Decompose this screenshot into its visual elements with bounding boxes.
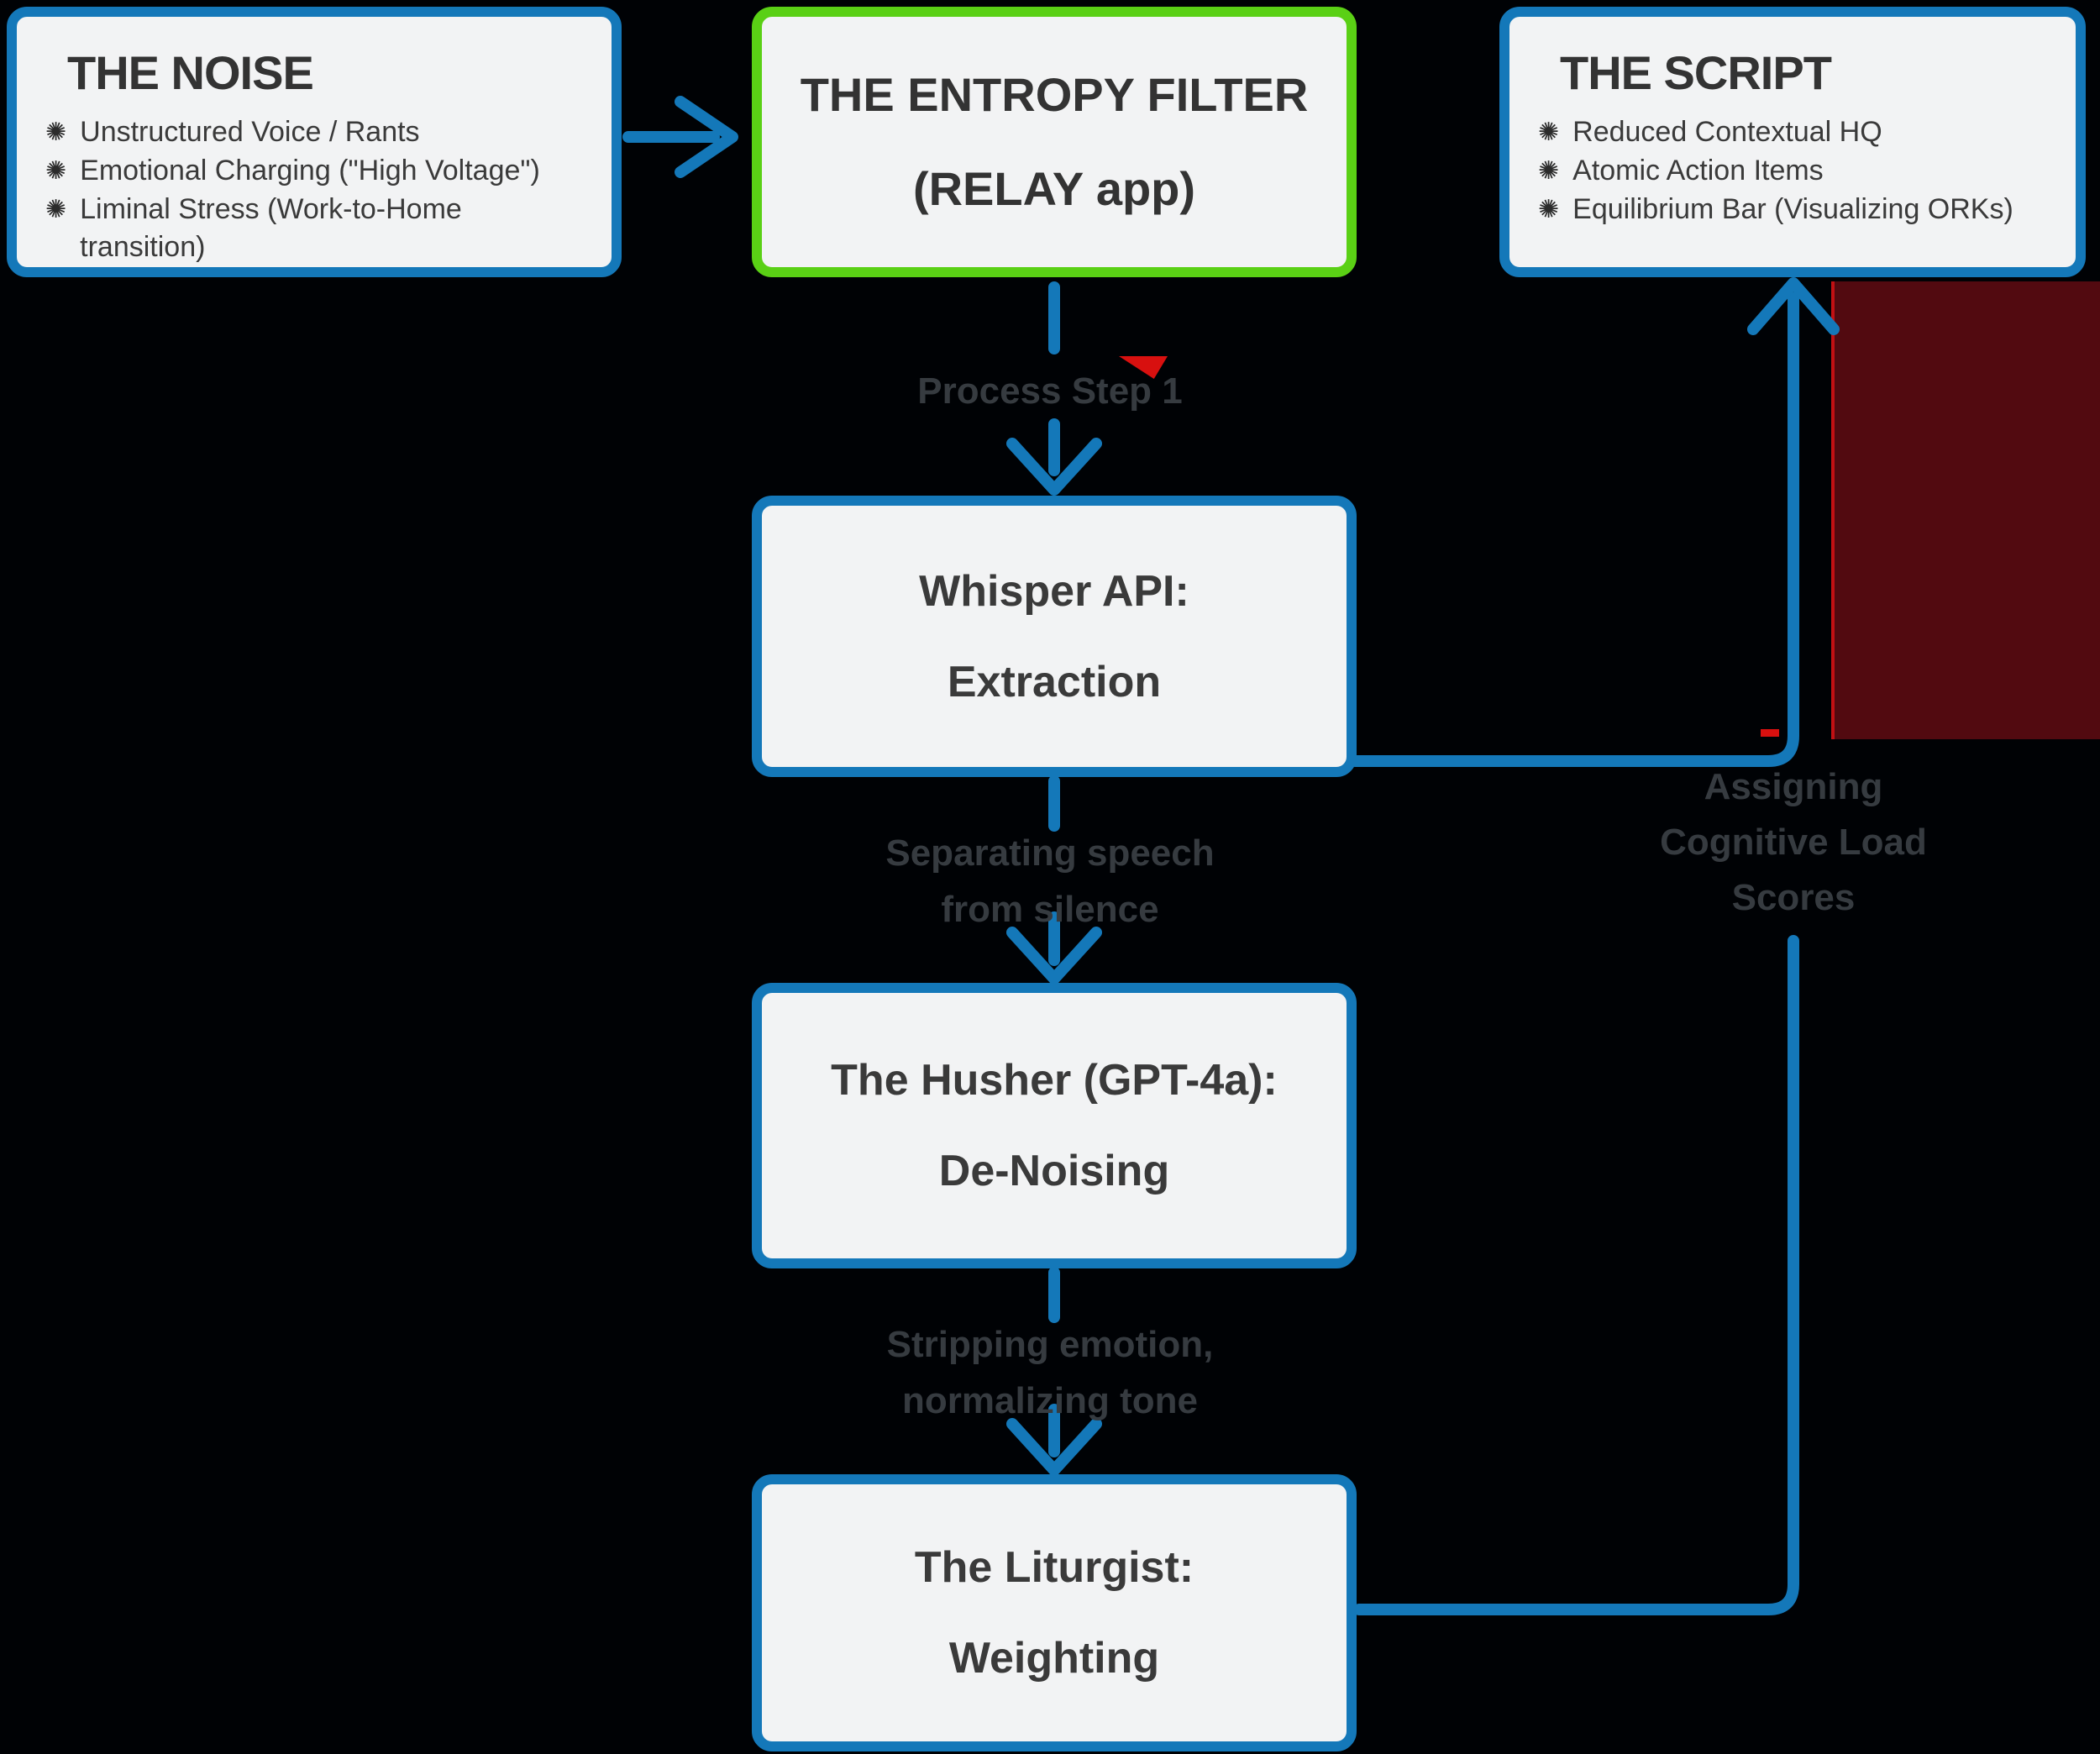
node-title-line: Whisper API: bbox=[919, 566, 1189, 616]
node-the-script: THE SCRIPT ✺ Reduced Contextual HQ ✺ Ato… bbox=[1499, 7, 2086, 277]
node-title-line: Extraction bbox=[947, 657, 1162, 706]
bullet-text: Liminal Stress (Work-to-Home transition) bbox=[80, 192, 462, 263]
arrow-down-icon bbox=[1006, 438, 1102, 496]
bullet-text: Unstructured Voice / Rants bbox=[80, 115, 420, 148]
bullet-text: Emotional Charging ("High Voltage") bbox=[80, 154, 540, 186]
list-item: ✺ Liminal Stress (Work-to-Home transitio… bbox=[45, 191, 586, 266]
bullet-text: Equilibrium Bar (Visualizing ORKs) bbox=[1572, 192, 2013, 225]
bullet-text: Reduced Contextual HQ bbox=[1572, 115, 1882, 148]
edge-label-separating-speech: Separating speech bbox=[885, 832, 1215, 874]
connector-noise-to-entropy bbox=[622, 96, 738, 178]
connector-husher-to-liturgist bbox=[1006, 1267, 1102, 1476]
starburst-bullet-icon: ✺ bbox=[45, 195, 67, 223]
edge-label-stripping-emotion: Stripping emotion, bbox=[886, 1324, 1214, 1365]
arrow-down-icon bbox=[1006, 1418, 1102, 1476]
edge-label-assigning: Assigning bbox=[1704, 766, 1883, 807]
node-husher: The Husher (GPT-4a): De-Noising bbox=[752, 983, 1357, 1268]
list-item: ✺ Equilibrium Bar (Visualizing ORKs) bbox=[1538, 191, 2050, 229]
starburst-bullet-icon: ✺ bbox=[1538, 156, 1560, 185]
starburst-bullet-icon: ✺ bbox=[45, 156, 67, 185]
list-item: ✺ Unstructured Voice / Rants bbox=[45, 113, 586, 152]
starburst-bullet-icon: ✺ bbox=[1538, 118, 1560, 146]
noise-bullet-list: ✺ Unstructured Voice / Rants ✺ Emotional… bbox=[45, 113, 586, 266]
red-dash-artifact bbox=[1761, 729, 1779, 737]
node-title: THE SCRIPT bbox=[1560, 46, 1832, 99]
script-bullet-list: ✺ Reduced Contextual HQ ✺ Atomic Action … bbox=[1538, 113, 2050, 229]
node-whisper-api: Whisper API: Extraction bbox=[752, 496, 1357, 777]
edge-label-normalizing-tone: normalizing tone bbox=[902, 1380, 1198, 1421]
bullet-text: Atomic Action Items bbox=[1572, 154, 1824, 186]
connector-liturgist-to-script bbox=[1349, 277, 1840, 1615]
node-liturgist: The Liturgist: Weighting bbox=[752, 1474, 1357, 1751]
node-title-line: The Liturgist: bbox=[914, 1543, 1194, 1592]
edge-label-cognitive-load: Cognitive Load bbox=[1660, 822, 1927, 863]
node-title-line: THE ENTROPY FILTER bbox=[800, 68, 1309, 121]
arrow-down-icon bbox=[1006, 927, 1102, 985]
node-title-line: Weighting bbox=[948, 1634, 1160, 1683]
node-title-line: (RELAY app) bbox=[912, 162, 1196, 215]
node-title-line: De-Noising bbox=[938, 1147, 1170, 1195]
node-title-line: The Husher (GPT-4a): bbox=[831, 1056, 1278, 1105]
edge-label-scores: Scores bbox=[1731, 877, 1856, 918]
starburst-bullet-icon: ✺ bbox=[1538, 195, 1560, 223]
connector-whisper-to-husher bbox=[1006, 775, 1102, 985]
arrow-up-icon bbox=[1747, 277, 1840, 335]
edge-label-from-silence: from silence bbox=[941, 889, 1159, 930]
list-item: ✺ Reduced Contextual HQ bbox=[1538, 113, 2050, 152]
arrow-right-icon bbox=[675, 96, 738, 178]
list-item: ✺ Atomic Action Items bbox=[1538, 152, 2050, 191]
list-item: ✺ Emotional Charging ("High Voltage") bbox=[45, 152, 586, 191]
node-title: THE NOISE bbox=[67, 46, 314, 99]
node-entropy-filter: THE ENTROPY FILTER (RELAY app) bbox=[752, 7, 1357, 277]
starburst-bullet-icon: ✺ bbox=[45, 118, 67, 146]
node-the-noise: THE NOISE ✺ Unstructured Voice / Rants ✺… bbox=[7, 7, 622, 277]
edge-label-process-step-1: Process Step 1 bbox=[917, 370, 1183, 412]
maroon-artifact-rectangle bbox=[1831, 281, 2100, 739]
